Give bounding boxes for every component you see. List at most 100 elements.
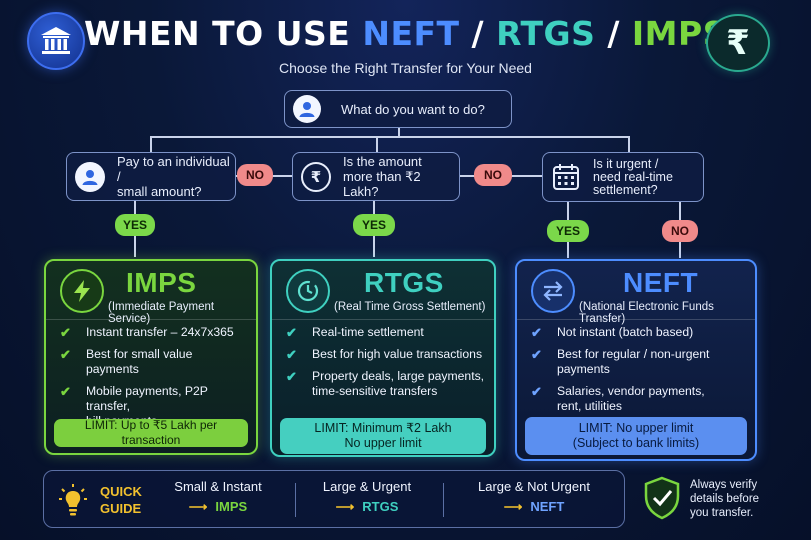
list-item: ✔Property deals, large payments, time-se… (286, 369, 486, 399)
list-item: ✔ Best for regular / non-urgent payments (531, 347, 747, 377)
rtgs-card: RTGS (Real Time Gross Settlement) ✔ Real-… (270, 259, 496, 457)
q3-line2: need real-time (593, 169, 673, 184)
connector-root-down (398, 128, 400, 137)
list-item: ✔ Not instant (batch based) (531, 325, 747, 340)
quick-guide-case: Small & Instant (174, 479, 262, 494)
check-icon: ✔ (60, 325, 71, 340)
imps-limit: LIMIT: Up to ₹5 Lakh per transaction (54, 418, 248, 447)
page-title: WHEN TO USE NEFT / RTGS / IMPS (0, 14, 811, 53)
rtgs-limit-line1: LIMIT: Minimum ₹2 Lakh (314, 421, 452, 435)
rtgs-name: RTGS (364, 267, 444, 298)
calendar-icon (551, 162, 581, 192)
connector-q1 (150, 136, 152, 152)
neft-name: NEFT (623, 267, 699, 298)
verify-note: Always verify details before you transfe… (690, 478, 759, 520)
imps-points: ✔Instant transfer – 24x7x365 ✔ Best for s… (60, 325, 248, 436)
clock-icon (286, 269, 330, 313)
connector-horizontal (150, 136, 629, 138)
verify-line-2: details before (690, 493, 760, 505)
neft-points: ✔ Not instant (batch based) ✔ Best for reg… (531, 325, 747, 421)
quick-guide-label-2: GUIDE (100, 501, 142, 516)
q1-line1: Pay to an individual / (117, 154, 230, 184)
arrow-icon: ⟶ (335, 499, 355, 514)
quick-guide-label-1: QUICK (100, 484, 142, 499)
quick-guide-result: IMPS (215, 499, 248, 514)
list-item: ✔ Salaries, vendor payments, rent, utilit… (531, 384, 747, 414)
arrow-icon: ⟶ (503, 499, 523, 514)
question-box-urgent: Is it urgent / need real-time settlement… (542, 152, 704, 202)
title-slash2: / (595, 14, 632, 53)
q3-line1: Is it urgent / (593, 156, 659, 171)
yes-badge-imps: YES (115, 214, 155, 236)
check-icon: ✔ (286, 347, 297, 362)
check-icon: ✔ (60, 347, 71, 362)
neft-card: NEFT (National Electronic Funds Transfer… (515, 259, 757, 461)
question-box-amount: ₹ Is the amount more than ₹2 Lakh? (292, 152, 460, 201)
connector-q3 (628, 136, 630, 152)
verify-line-3: you transfer. (690, 507, 754, 519)
quick-guide-item-imps: Small & Instant ⟶ IMPS (158, 479, 278, 515)
title-rtgs: RTGS (496, 14, 596, 53)
list-item: ✔ Real-time settlement (286, 325, 486, 340)
list-item: ✔Best for high value transactions (286, 347, 486, 362)
no-badge-q2: NO (474, 164, 512, 186)
check-icon: ✔ (286, 325, 297, 340)
user-icon (293, 95, 321, 123)
q1-line2: small amount? (117, 184, 202, 199)
title-part1: WHEN TO USE (84, 14, 363, 53)
verify-line-1: Always verify (690, 479, 758, 491)
rupee-icon: ₹ (301, 161, 331, 192)
check-icon: ✔ (531, 325, 542, 340)
rupee-icon: ₹ (706, 14, 770, 72)
lightning-icon (60, 269, 104, 313)
yes-badge-rtgs: YES (353, 214, 395, 236)
check-icon: ✔ (531, 384, 542, 399)
transfer-arrows-icon (531, 269, 575, 313)
quick-guide: QUICK GUIDE Small & Instant ⟶ IMPS Large … (43, 470, 625, 528)
check-icon: ✔ (60, 384, 71, 399)
quick-guide-result: RTGS (362, 499, 399, 514)
title-neft: NEFT (362, 14, 460, 53)
rtgs-points: ✔ Real-time settlement ✔Best for high val… (286, 325, 486, 406)
bank-icon (27, 12, 85, 70)
quick-guide-item-neft: Large & Not Urgent ⟶NEFT (460, 479, 608, 515)
neft-limit: LIMIT: No upper limit (Subject to bank l… (525, 417, 747, 455)
neft-point-3: Salaries, vendor payments, rent, utiliti… (557, 384, 705, 413)
quick-guide-item-rtgs: Large & Urgent ⟶ RTGS (302, 479, 432, 515)
rtgs-separator (272, 319, 494, 320)
title-slash1: / (459, 14, 497, 53)
page-subtitle: Choose the Right Transfer for Your Need (279, 60, 532, 76)
yes-badge-neft: YES (547, 220, 589, 242)
connector-q2 (376, 136, 378, 152)
shield-check-icon (643, 476, 681, 524)
neft-point-1: Not instant (batch based) (557, 325, 694, 339)
neft-point-2: Best for regular / non-urgent payments (557, 347, 710, 376)
quick-guide-case: Large & Urgent (322, 479, 412, 494)
q3-line3: settlement? (593, 182, 658, 197)
rtgs-full-name: (Real Time Gross Settlement) (334, 301, 486, 313)
question-box-individual: Pay to an individual / small amount? (66, 152, 236, 201)
neft-limit-line1: LIMIT: No upper limit (578, 421, 694, 435)
divider (443, 483, 444, 517)
arrow-icon: ⟶ (188, 499, 208, 514)
rtgs-point-3: Property deals, large payments, time-sen… (312, 369, 485, 398)
imps-card: IMPS (Immediate Payment Service) ✔Instan… (44, 259, 258, 455)
no-badge-q1: NO (237, 164, 273, 186)
root-question-box: What do you want to do? (284, 90, 512, 128)
quick-guide-result: NEFT (530, 499, 565, 514)
divider (295, 483, 296, 517)
rtgs-limit: LIMIT: Minimum ₹2 Lakh No upper limit (280, 418, 486, 454)
rtgs-point-1: Real-time settlement (312, 325, 424, 339)
neft-full-name: (National Electronic Funds Transfer) (579, 301, 714, 325)
imps-point-2: Best for small value payments (86, 347, 193, 376)
q2-line2: more than ₹2 Lakh? (343, 169, 421, 199)
imps-full-name: (Immediate Payment Service) (108, 301, 215, 325)
root-question-text: What do you want to do? (341, 101, 485, 117)
list-item: ✔Instant transfer – 24x7x365 (60, 325, 248, 340)
user-icon (75, 161, 105, 192)
check-icon: ✔ (531, 347, 542, 362)
list-item: ✔ Best for small value payments (60, 347, 248, 377)
imps-name: IMPS (126, 267, 197, 298)
imps-separator (46, 319, 256, 320)
neft-limit-line2: (Subject to bank limits) (572, 436, 700, 450)
